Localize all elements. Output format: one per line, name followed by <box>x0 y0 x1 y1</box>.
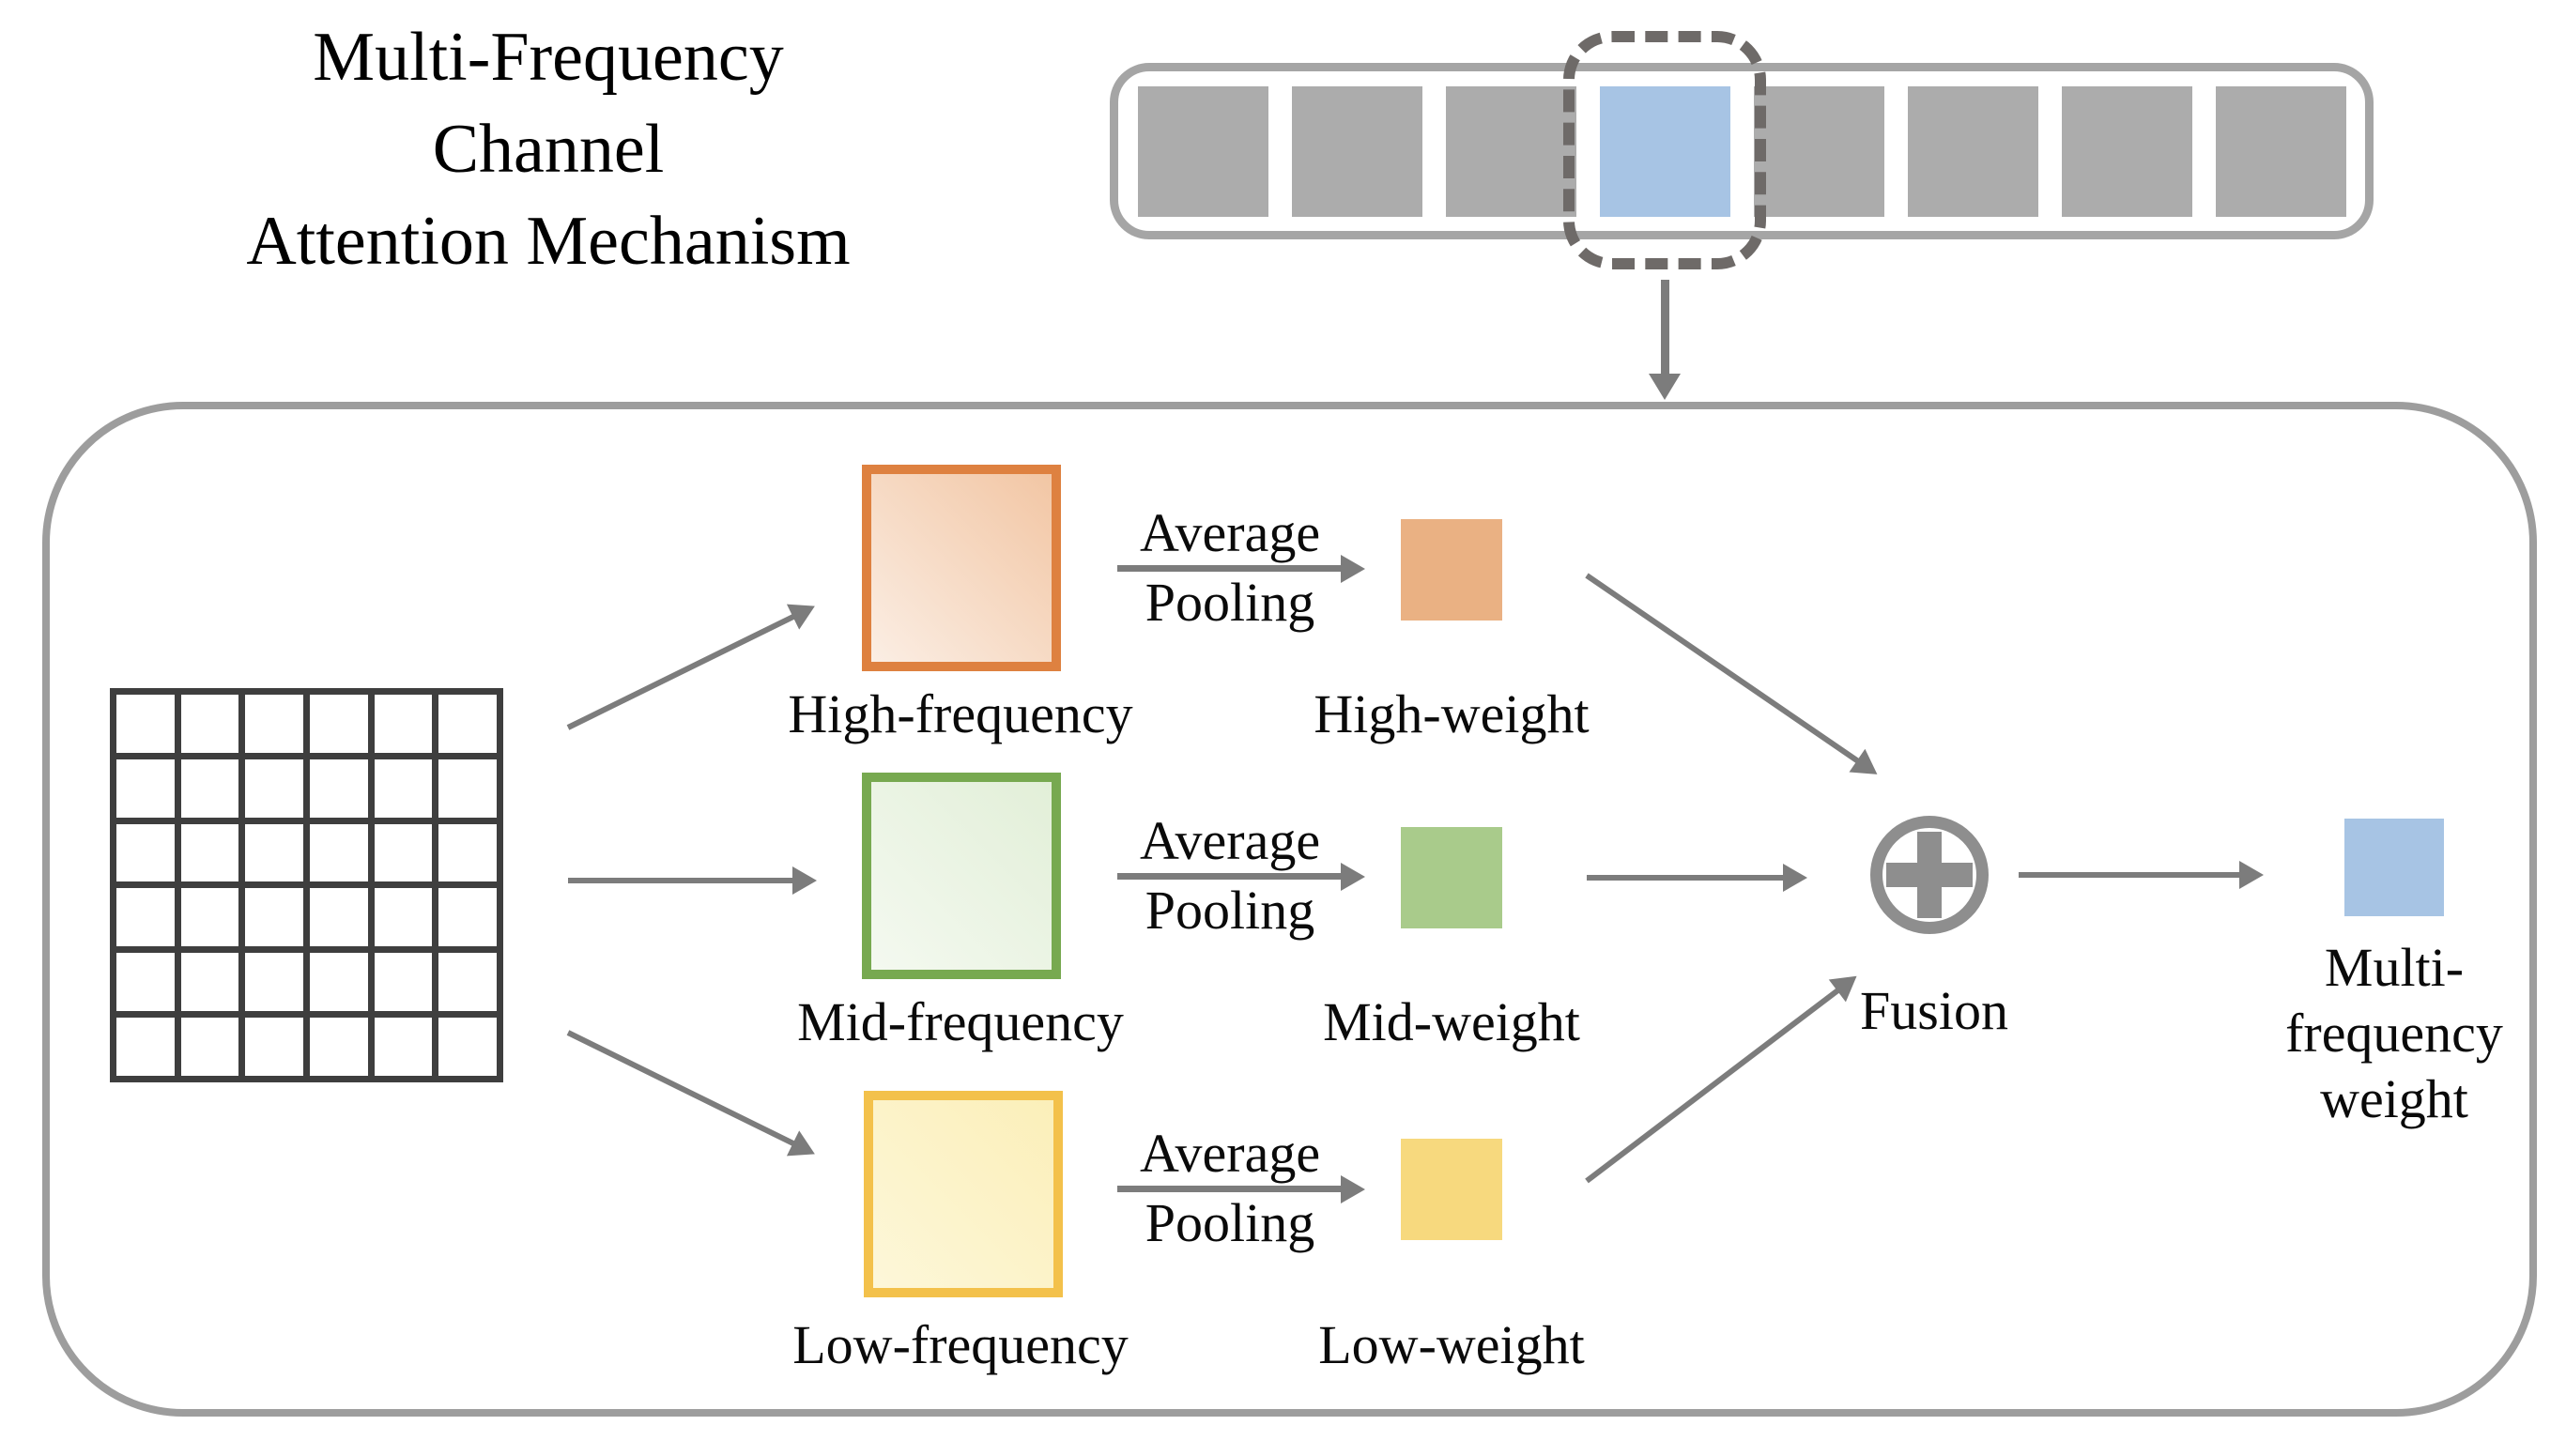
pooling-arrow-head <box>1341 554 1365 583</box>
low-weight-square <box>1401 1139 1502 1240</box>
mid-weight-label: Mid-weight <box>1323 991 1580 1052</box>
arrow-channel-to-module-head <box>1649 374 1681 400</box>
arrow-mid-to-fusion <box>1587 864 1807 892</box>
high-frequency-box <box>862 465 1061 671</box>
title-line-2: Channel <box>432 111 665 188</box>
average-pooling-low: Average Pooling <box>1113 1123 1365 1253</box>
average-label: Average <box>1139 810 1321 871</box>
channel-sequence-bar <box>1110 63 2374 239</box>
average-pooling-high: Average Pooling <box>1113 502 1365 633</box>
high-weight-square <box>1401 519 1502 621</box>
plus-icon-horizontal <box>1886 863 1973 887</box>
pooling-label: Pooling <box>1145 572 1315 633</box>
channel-cell <box>1753 85 1884 217</box>
high-frequency-label: High-frequency <box>788 683 1133 744</box>
arrow-grid-to-mid <box>568 866 817 895</box>
output-label-line-3: weight <box>2320 1068 2468 1129</box>
channel-cell <box>1445 85 1576 217</box>
feature-map-grid <box>110 688 503 1082</box>
mid-weight-square <box>1401 827 1502 928</box>
channel-cell <box>1291 85 1422 217</box>
fusion-plus-icon <box>1870 816 1989 934</box>
channel-cell <box>2061 85 2192 217</box>
figure-title: Multi-Frequency Channel Attention Mechan… <box>126 11 971 287</box>
pooling-arrow-head <box>1341 862 1365 891</box>
pooling-label: Pooling <box>1145 880 1315 941</box>
title-line-1: Multi-Frequency <box>313 19 784 96</box>
pooling-arrow <box>1117 862 1365 891</box>
average-label: Average <box>1139 1123 1321 1184</box>
channel-cell <box>1907 85 2038 217</box>
low-frequency-box <box>864 1091 1063 1297</box>
multi-frequency-weight-label: Multi- frequency weight <box>2169 935 2566 1132</box>
channel-cell-selected <box>1599 85 1730 217</box>
fusion-label: Fusion <box>1860 980 2008 1041</box>
multi-frequency-weight-square <box>2344 819 2444 916</box>
pooling-arrow-head <box>1341 1174 1365 1203</box>
pooling-label: Pooling <box>1145 1192 1315 1253</box>
output-label-line-2: frequency <box>2285 1003 2503 1064</box>
arrow-fusion-to-output <box>2019 861 2264 889</box>
pooling-arrow <box>1117 1174 1365 1203</box>
title-line-3: Attention Mechanism <box>246 203 851 280</box>
average-pooling-mid: Average Pooling <box>1113 810 1365 941</box>
selected-channel-outline <box>1563 31 1766 269</box>
channel-cell <box>1137 85 1268 217</box>
mid-frequency-box <box>862 773 1061 979</box>
arrow-channel-to-module <box>1661 280 1669 375</box>
mid-frequency-label: Mid-frequency <box>797 991 1124 1052</box>
channel-cell <box>2215 85 2346 217</box>
output-label-line-1: Multi- <box>2324 937 2465 998</box>
high-weight-label: High-weight <box>1314 683 1590 744</box>
low-weight-label: Low-weight <box>1318 1314 1585 1375</box>
low-frequency-label: Low-frequency <box>792 1314 1129 1375</box>
average-label: Average <box>1139 502 1321 563</box>
pooling-arrow <box>1117 554 1365 583</box>
